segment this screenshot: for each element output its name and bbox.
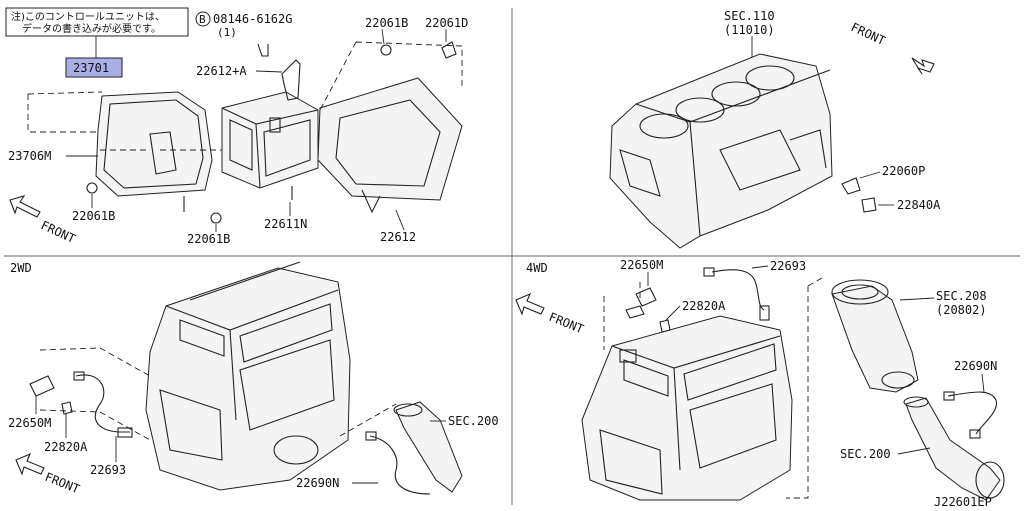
exhaust-manifold-4wd-drawing	[831, 279, 919, 393]
part-22650M-4wd[interactable]: 22650M	[620, 258, 663, 272]
part-22612[interactable]: 22612	[380, 230, 416, 244]
engine-4wd-drawing	[581, 315, 793, 501]
part-22061B-left[interactable]: 22061B	[72, 209, 115, 223]
part-22611N[interactable]: 22611N	[264, 217, 307, 231]
part-22060P[interactable]: 22060P	[882, 164, 925, 178]
front-arrow-icon	[515, 292, 545, 316]
bolt-drawing	[257, 43, 269, 57]
part-22690N-4wd[interactable]: 22690N	[954, 359, 997, 373]
part-22061B-bottom[interactable]: 22061B	[187, 232, 230, 246]
bolt-22840A-drawing	[861, 197, 877, 213]
bolt-quantity: (1)	[217, 26, 237, 39]
part-22820A-4wd[interactable]: 22820A	[682, 299, 726, 313]
diagram-code: J22601EP	[934, 495, 992, 509]
catalyst-2wd-drawing	[365, 401, 463, 495]
front-arrow-icon	[9, 195, 41, 218]
part-22612A[interactable]: 22612+A	[196, 64, 247, 78]
dashed-guide	[39, 347, 151, 441]
variant-2wd-label: 2WD	[10, 261, 32, 275]
part-number-23701: 23701	[73, 61, 109, 75]
part-22061D[interactable]: 22061D	[425, 16, 468, 30]
part-23706M[interactable]: 23706M	[8, 149, 51, 163]
bracket-22612-drawing	[317, 41, 463, 214]
bolt-reference: B 08146-6162G (1)	[195, 11, 292, 39]
part-22693-2wd[interactable]: 22693	[90, 463, 126, 477]
part-22820A-2wd[interactable]: 22820A	[44, 440, 88, 454]
sensor-22060P-drawing	[841, 177, 861, 195]
front-arrow-top-right: FRONT	[849, 20, 935, 75]
note-box: 注)このコントロールユニットは、 データの書き込みが必要です。	[5, 7, 189, 37]
front-arrow-bottom-left: FRONT	[15, 452, 82, 497]
sec-20802-label: (20802)	[936, 303, 987, 317]
note-line-1: 注)このコントロールユニットは、	[11, 10, 165, 23]
bracket-22612a-drawing	[281, 59, 301, 101]
sec-208-label[interactable]: SEC.208	[936, 289, 987, 303]
front-arrow-top-left: FRONT	[9, 195, 77, 246]
front-arrow-bottom-right: FRONT	[515, 292, 586, 337]
part-22690N-2wd[interactable]: 22690N	[296, 476, 339, 490]
front-label: FRONT	[547, 310, 586, 337]
bolt-circle-letter: B	[199, 13, 206, 26]
part-22840A[interactable]: 22840A	[897, 198, 941, 212]
sec-110-label[interactable]: SEC.110	[724, 9, 775, 23]
ecu-unit-drawing	[221, 91, 319, 200]
part-22693-4wd[interactable]: 22693	[770, 259, 806, 273]
note-line-2: データの書き込みが必要です。	[22, 22, 161, 35]
sec-200-2wd[interactable]: SEC.200	[448, 414, 499, 428]
catalyst-4wd-drawing	[903, 391, 1005, 501]
ecu-cover-drawing	[95, 91, 213, 212]
dashed-guide	[603, 282, 641, 350]
sensor-22693-4wd-drawing	[625, 267, 770, 333]
sec-200-4wd[interactable]: SEC.200	[840, 447, 891, 461]
sensor-22693-2wd-drawing	[29, 371, 133, 438]
front-arrow-icon	[911, 57, 935, 75]
front-label: FRONT	[43, 470, 82, 497]
bolt-circle-icon	[195, 11, 211, 27]
front-arrow-icon	[15, 452, 45, 476]
front-label: FRONT	[849, 20, 888, 48]
engine-2wd-drawing	[145, 261, 351, 491]
bolt-part-number[interactable]: 08146-6162G	[213, 12, 292, 26]
part-23701-label[interactable]: 23701	[65, 57, 123, 78]
part-22650M-2wd[interactable]: 22650M	[8, 416, 51, 430]
dashed-guide	[339, 403, 397, 437]
cylinder-block-drawing	[609, 53, 833, 249]
part-highlight-box	[65, 57, 123, 78]
variant-4wd-label: 4WD	[526, 261, 548, 275]
nut-icons	[86, 41, 457, 224]
dashed-guide	[786, 277, 823, 499]
sec-11010-label: (11010)	[724, 23, 775, 37]
part-22061B-top[interactable]: 22061B	[365, 16, 408, 30]
